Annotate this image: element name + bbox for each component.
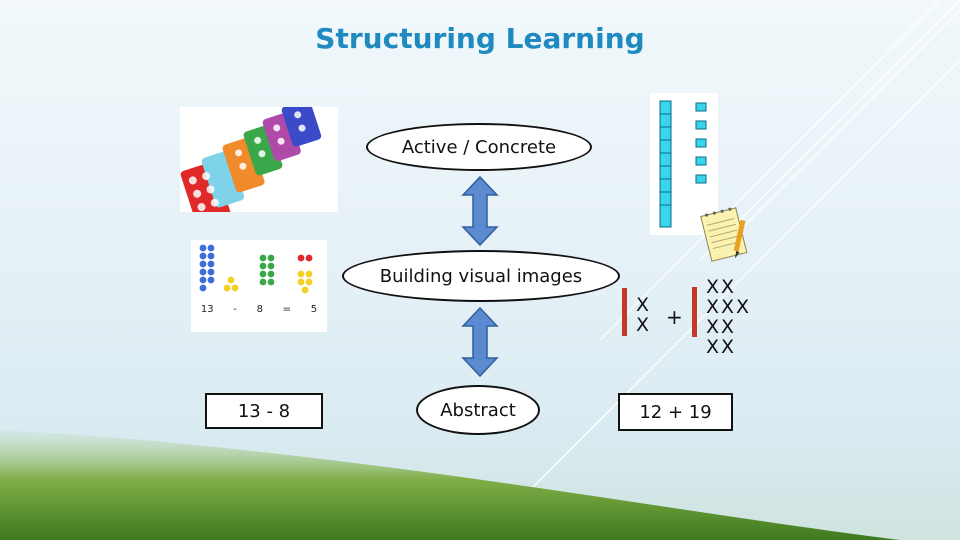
sum-label-b: 8 [257,304,263,315]
example-right-text: 12 + 19 [639,402,711,423]
stage-active-label: Active / Concrete [402,137,556,158]
tally-right-row1: XX [706,276,736,298]
tally-right-row3: XX [706,316,736,338]
tally-right-row2: XXX [706,296,751,318]
grass-band [0,430,900,540]
page-title: Structuring Learning [0,22,960,55]
stage-abstract: Abstract [416,385,540,435]
tally-bar-left [622,288,627,336]
stage-active-concrete: Active / Concrete [366,123,592,171]
tally-left-x2: X [636,314,649,336]
tally-bar-right [692,287,697,337]
sum-label-a: 13 [201,304,214,315]
double-arrow-lower [461,306,499,378]
numicon-blocks-image [180,107,338,212]
sum-label-op: - [233,304,237,315]
stage-visual-images: Building visual images [342,250,620,302]
example-left-text: 13 - 8 [238,401,290,422]
stage-visual-label: Building visual images [380,266,582,287]
notepad-pencil-icon [698,203,756,267]
tally-plus: + [666,305,683,329]
stage-abstract-label: Abstract [440,400,516,421]
tally-left-x1: X [636,294,649,316]
double-arrow-upper [461,175,499,247]
example-right-box: 12 + 19 [618,393,733,431]
tally-right-row4: XX [706,336,736,358]
sum-label-c: 5 [311,304,317,315]
numicon-sum-image: 13 - 8 = 5 [191,240,327,332]
example-left-box: 13 - 8 [205,393,323,429]
sum-label-eq: = [283,304,291,315]
